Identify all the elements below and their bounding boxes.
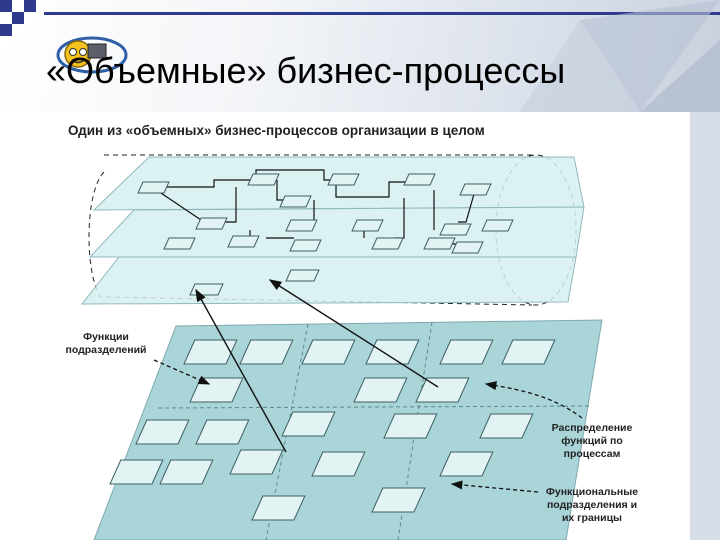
grid-cells [109, 339, 556, 521]
figure-side-strip [686, 112, 720, 540]
label-functional-units-1: Функциональные [546, 486, 638, 498]
process-function-node [481, 219, 514, 232]
department-function-cell [301, 339, 356, 365]
label-unit-functions-2: подразделений [65, 344, 146, 356]
diagram-caption: Один из «объемных» бизнес-процессов орга… [68, 123, 485, 138]
header-rule [44, 12, 720, 15]
arrow-grid-to-process [195, 288, 287, 453]
department-function-cell [439, 339, 494, 365]
process-function-node [451, 241, 484, 254]
arrow-unit-functions [153, 359, 211, 385]
department-function-cell [415, 377, 470, 403]
process-nodes [137, 173, 514, 296]
process-function-node [423, 237, 456, 250]
department-function-cell [135, 419, 190, 445]
department-function-cell [365, 339, 420, 365]
process-function-node [195, 217, 228, 230]
department-function-cell [159, 459, 214, 485]
polygon-decoration [520, 0, 720, 112]
process-function-node [279, 195, 312, 208]
process-function-node [439, 223, 472, 236]
cylinder-left-edge [88, 171, 105, 303]
process-function-node [327, 173, 360, 186]
department-function-cell [479, 413, 534, 439]
arrow-functional-units [450, 480, 539, 493]
process-function-node [163, 237, 196, 250]
department-function-cell [109, 459, 164, 485]
diagram-figure: Один из «объемных» бизнес-процессов орга… [54, 112, 690, 541]
process-function-node [285, 219, 318, 232]
label-distribution-2: функций по [561, 435, 623, 447]
department-function-cell [439, 451, 494, 477]
label-functional-units-3: их границы [562, 512, 622, 524]
department-function-cell [371, 487, 426, 513]
process-function-node [247, 173, 280, 186]
process-layer-bottom [80, 256, 577, 305]
department-function-cell [239, 339, 294, 365]
department-function-cell [251, 495, 306, 521]
grid-divider [157, 405, 592, 409]
process-function-node [227, 235, 260, 248]
department-function-cell [229, 449, 284, 475]
department-function-cell [311, 451, 366, 477]
department-function-cell [183, 339, 238, 365]
label-functional-units-2: подразделения и [547, 499, 637, 511]
process-function-node [403, 173, 436, 186]
process-function-node [137, 181, 170, 194]
label-distribution-1: Распределение [552, 422, 633, 434]
arrow-distribution [484, 381, 583, 419]
process-function-node [285, 269, 320, 282]
label-unit-functions-1: Функции [83, 331, 129, 343]
process-function-node [189, 283, 224, 296]
department-function-cell [501, 339, 556, 365]
slide-header: «Объемные» бизнес-процессы [0, 0, 720, 112]
process-function-node [351, 219, 384, 232]
department-function-cell [353, 377, 408, 403]
department-function-cell [281, 411, 336, 437]
department-function-cell [195, 419, 250, 445]
arrow-grid-to-process [268, 279, 439, 388]
process-diagram: Один из «объемных» бизнес-процессов орга… [65, 123, 638, 541]
logo-icon [56, 36, 128, 74]
slide-title: «Объемные» бизнес-процессы [46, 50, 566, 91]
department-function-cell [383, 413, 438, 439]
process-function-node [371, 237, 404, 250]
process-function-node [459, 183, 492, 196]
label-distribution-3: процессам [564, 448, 621, 460]
cylinder-bottom-edge [105, 296, 533, 306]
process-function-node [289, 239, 322, 252]
